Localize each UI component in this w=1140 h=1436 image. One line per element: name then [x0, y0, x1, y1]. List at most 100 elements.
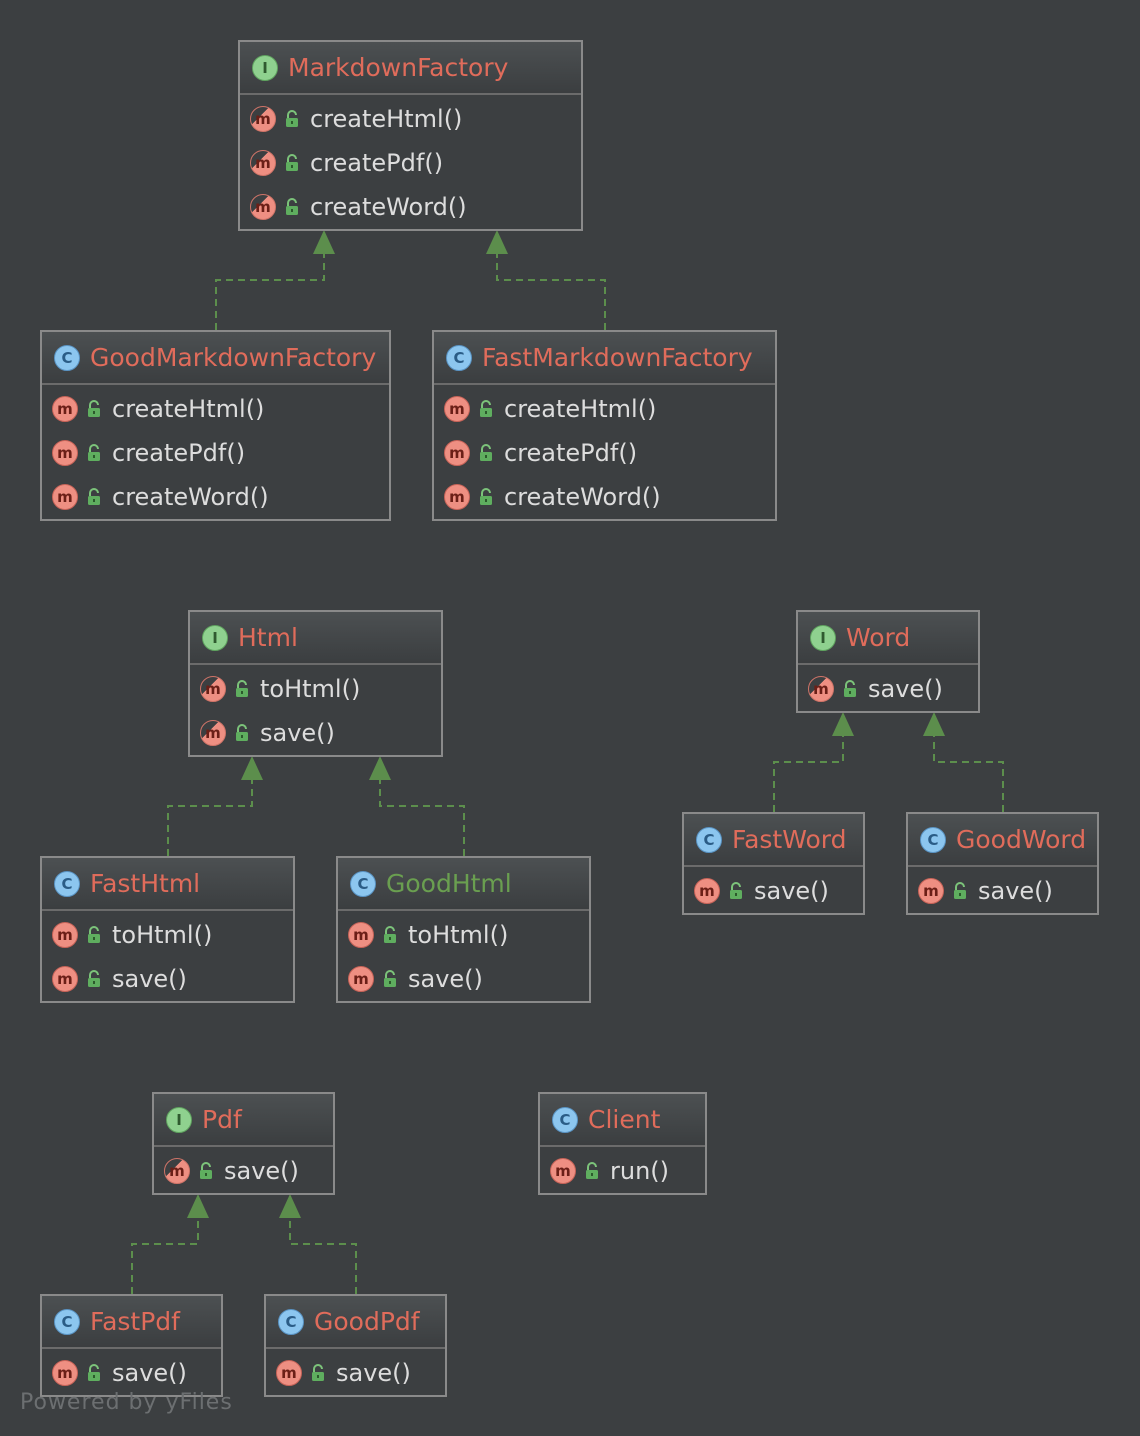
- node-name: Html: [238, 623, 298, 652]
- method-icon: m: [52, 1360, 78, 1386]
- method-icon: m: [52, 440, 78, 466]
- method-row[interactable]: m save(): [42, 1351, 221, 1395]
- node-name: MarkdownFactory: [288, 53, 509, 82]
- implements-arrowhead: [241, 756, 263, 780]
- method-name: createPdf(): [504, 439, 638, 467]
- implements-arrowhead: [187, 1194, 209, 1218]
- public-lock-icon: [86, 444, 102, 462]
- method-name: save(): [112, 1359, 187, 1387]
- method-name: run(): [610, 1157, 670, 1185]
- abstract-method-icon: m: [250, 194, 276, 220]
- node-name: Client: [588, 1105, 661, 1134]
- node-name: GoodHtml: [386, 869, 512, 898]
- method-row[interactable]: m toHtml(): [338, 913, 589, 957]
- class-icon: C: [278, 1308, 304, 1335]
- method-name: save(): [336, 1359, 411, 1387]
- method-name: toHtml(): [408, 921, 509, 949]
- implements-edge: [933, 734, 1004, 812]
- method-name: createWord(): [310, 193, 467, 221]
- interface-icon: I: [810, 624, 836, 651]
- abstract-method-icon: m: [200, 720, 226, 746]
- node-header: I Html: [190, 612, 441, 665]
- public-lock-icon: [478, 400, 494, 418]
- node-name: FastWord: [732, 825, 847, 854]
- method-name: toHtml(): [260, 675, 361, 703]
- method-name: createWord(): [112, 483, 269, 511]
- interface-icon: I: [202, 624, 228, 651]
- class-icon: C: [54, 344, 80, 371]
- method-name: save(): [112, 965, 187, 993]
- class-icon: C: [552, 1106, 578, 1133]
- method-name: createWord(): [504, 483, 661, 511]
- abstract-method-icon: m: [250, 106, 276, 132]
- public-lock-icon: [728, 882, 744, 900]
- implements-arrowhead: [313, 230, 335, 254]
- method-name: toHtml(): [112, 921, 213, 949]
- watermark: Powered by yFiles: [20, 1390, 233, 1415]
- method-row[interactable]: m createWord(): [240, 185, 581, 229]
- method-name: save(): [260, 719, 335, 747]
- public-lock-icon: [86, 1364, 102, 1382]
- method-name: createHtml(): [112, 395, 265, 423]
- public-lock-icon: [478, 488, 494, 506]
- implements-edge: [379, 778, 465, 856]
- implements-edge: [496, 252, 606, 330]
- method-row[interactable]: m save(): [190, 711, 441, 755]
- method-name: save(): [224, 1157, 299, 1185]
- implements-edge: [167, 778, 253, 856]
- method-icon: m: [348, 922, 374, 948]
- public-lock-icon: [234, 680, 250, 698]
- public-lock-icon: [382, 926, 398, 944]
- abstract-method-icon: m: [164, 1158, 190, 1184]
- method-name: save(): [754, 877, 829, 905]
- method-name: save(): [868, 675, 943, 703]
- method-icon: m: [444, 440, 470, 466]
- class-icon: C: [446, 344, 472, 371]
- method-row[interactable]: m save(): [154, 1149, 333, 1193]
- implements-edge: [215, 252, 325, 330]
- implements-arrowhead: [279, 1194, 301, 1218]
- implements-arrowhead: [832, 712, 854, 736]
- member-list: m save(): [42, 1349, 221, 1395]
- method-name: createPdf(): [310, 149, 444, 177]
- public-lock-icon: [478, 444, 494, 462]
- class-icon: C: [54, 870, 80, 897]
- method-row[interactable]: m createPdf(): [434, 431, 775, 475]
- node-name: GoodMarkdownFactory: [90, 343, 377, 372]
- node-header: C GoodMarkdownFactory: [42, 332, 389, 385]
